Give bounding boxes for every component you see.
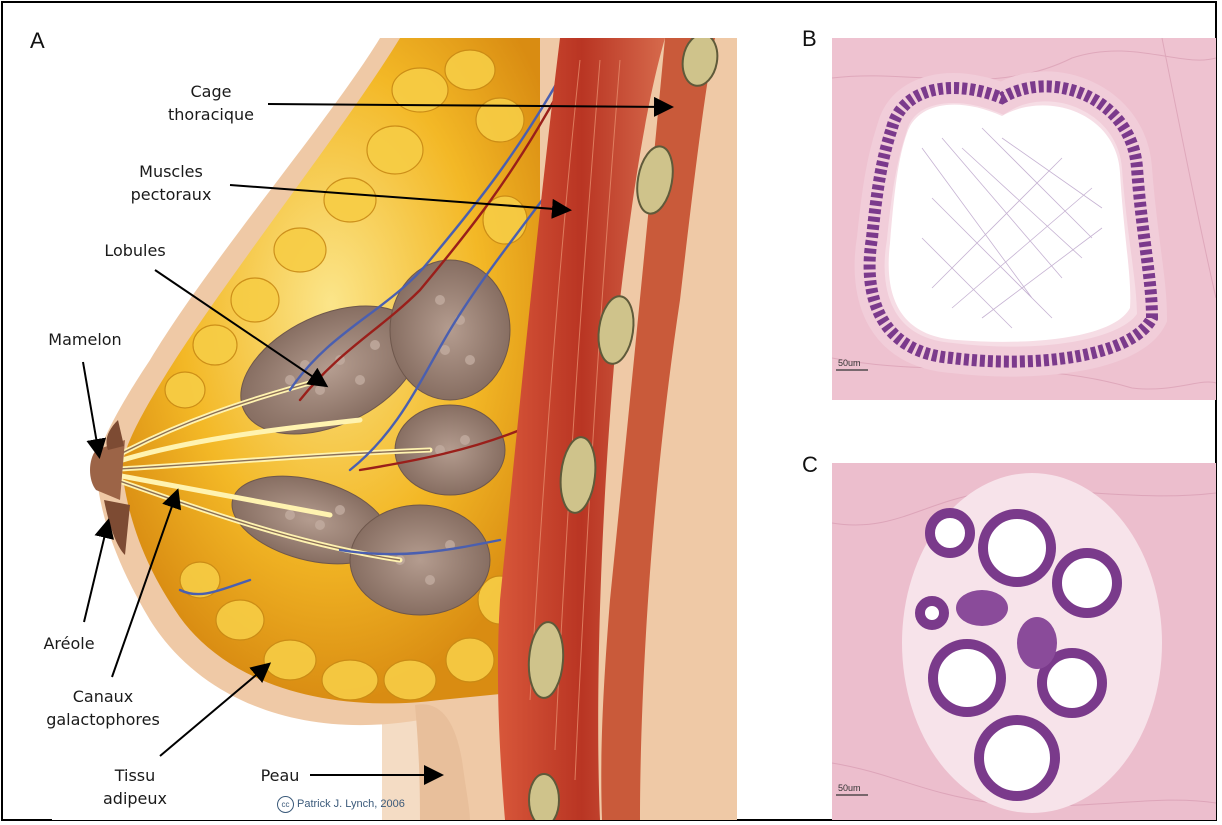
histology-c-image	[832, 463, 1216, 820]
label-mamelon: Mamelon	[30, 328, 140, 351]
panel-label-c: C	[802, 452, 818, 478]
label-tissu-line2: adipeux	[90, 787, 180, 810]
label-areole: Aréole	[24, 632, 114, 655]
histology-panel-b: 50um	[832, 38, 1216, 400]
scale-label-c: 50um	[838, 783, 861, 793]
label-peau: Peau	[250, 764, 310, 787]
label-muscles-line2: pectoraux	[118, 183, 224, 206]
histology-panel-c: 50um	[832, 463, 1216, 820]
label-canaux-line1: Canaux	[40, 685, 166, 708]
panel-label-b: B	[802, 26, 817, 52]
histology-b-image	[832, 38, 1216, 400]
panel-label-a: A	[30, 28, 45, 54]
label-canaux-galactophores: Canaux galactophores	[40, 685, 166, 731]
creative-commons-icon: cc	[277, 796, 294, 813]
label-tissu-line1: Tissu	[90, 764, 180, 787]
label-cage-line2: thoracique	[158, 103, 264, 126]
label-cage-thoracique: Cage thoracique	[158, 80, 264, 126]
label-tissu-adipeux: Tissu adipeux	[90, 764, 180, 810]
label-muscles-pectoraux: Muscles pectoraux	[118, 160, 224, 206]
credit-text: Patrick J. Lynch, 2006	[297, 798, 405, 810]
scale-label-b: 50um	[838, 358, 861, 368]
label-canaux-line2: galactophores	[40, 708, 166, 731]
label-muscles-line1: Muscles	[118, 160, 224, 183]
label-cage-line1: Cage	[158, 80, 264, 103]
label-lobules: Lobules	[90, 239, 180, 262]
